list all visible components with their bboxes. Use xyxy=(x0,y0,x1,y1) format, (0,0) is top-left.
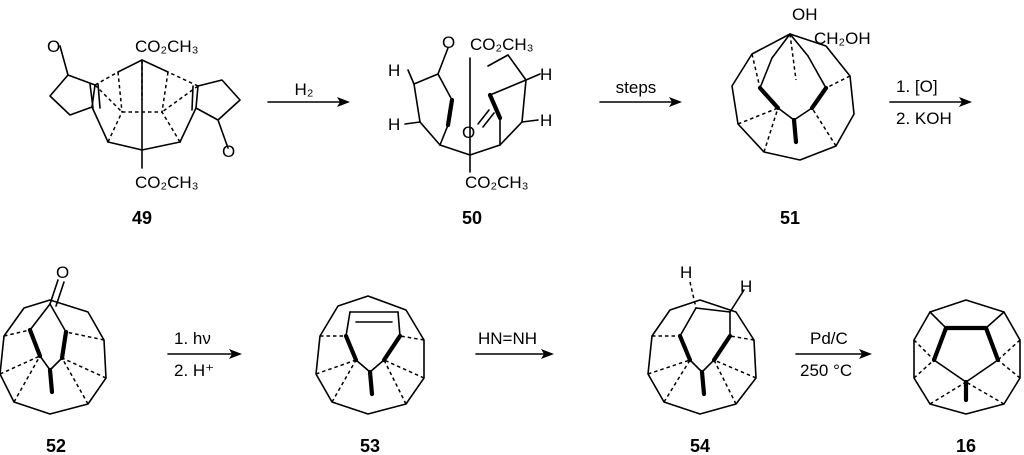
compound-51-structure: OH CH₂OH xyxy=(731,5,871,161)
compound-52-number: 52 xyxy=(46,436,66,455)
reagent-koh: 2. KOH xyxy=(896,109,952,128)
compound-53-number: 53 xyxy=(360,436,380,455)
oxo-label: O xyxy=(56,263,69,282)
arrow-step-4 xyxy=(167,349,242,359)
reagent-steps: steps xyxy=(616,78,657,97)
hydrogen-label: H xyxy=(540,111,552,130)
hydrogen-label: H xyxy=(740,277,752,296)
oxo-label: O xyxy=(462,123,475,142)
compound-16-number: 16 xyxy=(956,436,976,455)
compound-50-number: 50 xyxy=(462,208,482,228)
compound-54-structure: H H xyxy=(647,263,757,415)
arrow-step-2 xyxy=(599,97,682,107)
hydrogen-label: H xyxy=(540,65,552,84)
oxo-label: O xyxy=(47,37,60,56)
compound-49-number: 49 xyxy=(132,208,152,228)
compound-54-number: 54 xyxy=(690,436,710,455)
hydrogen-label: H xyxy=(680,263,692,282)
ester-label: CO₂CH₃ xyxy=(135,37,199,56)
oxo-label: O xyxy=(222,142,235,161)
arrow-step-1 xyxy=(267,97,350,107)
hydroxyl-label: OH xyxy=(792,5,818,24)
reagent-pd-c: Pd/C xyxy=(810,329,848,348)
arrow-step-3 xyxy=(889,97,972,107)
reagent-temperature: 250 °C xyxy=(800,361,852,380)
reagent-hv: 1. hν xyxy=(174,329,211,348)
reagent-oxidation: 1. [O] xyxy=(896,77,938,96)
ester-label: CO₂CH₃ xyxy=(470,35,534,54)
compound-51-number: 51 xyxy=(780,208,800,228)
compound-50-structure: O O H H H H CO₂CH₃ CO₂CH₃ xyxy=(388,33,552,192)
ester-label: CO₂CH₃ xyxy=(465,173,529,192)
compound-52-structure: O xyxy=(0,263,107,415)
compound-16-structure xyxy=(913,299,1021,415)
arrow-step-5 xyxy=(475,349,554,359)
reagent-acid: 2. H⁺ xyxy=(174,361,214,380)
reagent-diimide: HN=NH xyxy=(478,329,537,348)
reagent-h2: H₂ xyxy=(295,80,314,99)
ester-label: CO₂CH₃ xyxy=(135,173,199,192)
oxo-label: O xyxy=(442,33,455,52)
compound-49-structure: O O CO₂CH₃ CO₂CH₃ xyxy=(47,37,241,192)
hydrogen-label: H xyxy=(388,61,400,80)
compound-53-structure xyxy=(315,295,425,415)
hydrogen-label: H xyxy=(388,115,400,134)
arrow-step-6 xyxy=(795,349,872,359)
hydroxymethyl-label: CH₂OH xyxy=(814,29,871,48)
